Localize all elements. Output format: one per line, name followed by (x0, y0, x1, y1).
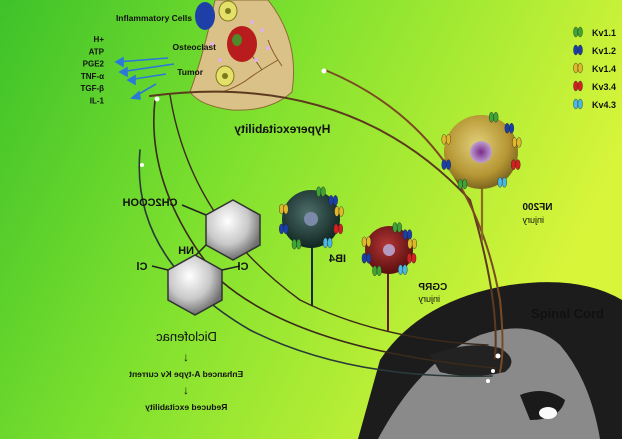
kv-channel (511, 159, 521, 170)
osteoclast-nucleus (225, 8, 231, 14)
kv-channel (279, 223, 289, 235)
kv-channel-icon (573, 80, 583, 92)
kv-channel (441, 134, 451, 145)
cl-left-label: Cl (137, 261, 148, 273)
cgrp-channels (361, 222, 417, 276)
legend-label: Kv1.1 (592, 28, 616, 38)
ib4-neuron (279, 186, 344, 250)
cgrp-label: CGRP (418, 282, 447, 293)
kv-channel (334, 206, 344, 217)
effect-arrow-1: ↓ (183, 350, 189, 364)
nh-bond (195, 244, 207, 256)
kv-channel (504, 123, 515, 134)
effect-step-2: Reduced excitability (145, 402, 227, 412)
effect-step-1: Enhanced A-type Kv current (129, 369, 243, 379)
kv-channel (398, 264, 408, 275)
mediator-item: TNF-α (81, 72, 104, 81)
cgrp-nucleus (383, 244, 395, 256)
kv-channel (406, 253, 417, 264)
nerve-fibers (138, 69, 504, 378)
tumor-cell (227, 26, 257, 62)
mediator-item: TGF-β (80, 84, 104, 93)
cl-right-label: Cl (238, 261, 249, 273)
nf200-nucleus (470, 141, 492, 163)
kv-channel (372, 265, 382, 276)
kv-channel-icon (573, 98, 583, 110)
kv-channel (316, 186, 326, 197)
ch2cooh-bond (181, 204, 207, 216)
nf200-channels (441, 112, 522, 190)
hyperexcitability-label: Hyperexcitability (234, 122, 330, 136)
kv-channel (361, 236, 372, 247)
kv-channel (512, 137, 522, 148)
tumor-label: Tumor (177, 67, 204, 77)
spinal-cord-label: Spinal Cord (531, 306, 604, 321)
fiber-to-ib4 (138, 149, 493, 378)
fiber-to-nf200 (149, 90, 497, 359)
nf200-sub-label: injury (522, 215, 544, 225)
kv-channel (402, 229, 413, 240)
inflammatory-cells-label: Inflammatory Cells (116, 13, 192, 23)
mediator-arrows (114, 56, 175, 100)
legend-label: Kv1.4 (592, 64, 616, 74)
nh-label: NH (178, 245, 194, 257)
kv-channel (392, 222, 402, 233)
fiber-extra (169, 94, 489, 346)
legend-label: Kv4.3 (592, 100, 616, 110)
cl-right-bond (221, 265, 241, 271)
nf200-label: NF200 (522, 202, 552, 213)
cgrp-neuron (361, 222, 417, 276)
mediator-item: ATP (89, 47, 105, 56)
tumor-nucleus (232, 34, 242, 46)
mediator-item: PGE2 (83, 60, 105, 69)
kv-channel (291, 238, 302, 250)
kv-channel (328, 195, 338, 206)
mediator-item: H+ (94, 35, 105, 44)
effect-arrow-2: ↓ (183, 383, 189, 397)
legend-label: Kv1.2 (592, 46, 616, 56)
kv-channel-icon (573, 26, 583, 38)
ch2cooh-label: CH2COOH (122, 197, 177, 209)
fiber-nf200-main (324, 69, 504, 373)
nf200-neuron (441, 112, 522, 190)
kv-channel (279, 203, 289, 215)
osteoclast-nucleus-2 (222, 73, 228, 79)
kv-channel-icon (573, 62, 583, 74)
kv-channel (441, 159, 451, 170)
ib4-label: IB4 (328, 253, 346, 265)
ib4-channels (279, 186, 344, 250)
mediator-dots (210, 20, 270, 62)
kv-channel (361, 253, 372, 264)
kv-channel (333, 223, 343, 235)
ib4-nucleus (304, 212, 318, 226)
kv-channel (322, 237, 333, 248)
legend-label: Kv3.4 (592, 82, 616, 92)
kv-channel (457, 178, 468, 190)
cl-left-bond (151, 265, 169, 271)
nerve-sparkles (140, 68, 501, 383)
kv-channel-icon (573, 44, 583, 56)
osteoclast-label: Osteoclast (173, 42, 217, 52)
kv-channel (488, 112, 499, 123)
kv-channel (407, 238, 417, 249)
diclofenac-name: Diclofenac (156, 329, 217, 344)
inflammatory-cell (195, 2, 215, 30)
cgrp-sub-label: injury (418, 294, 440, 304)
diclofenac-structure: CH2COOH NH Cl Cl (122, 197, 261, 316)
central-canal (539, 407, 557, 419)
mediator-item: IL-1 (90, 97, 105, 106)
kv-channel (497, 177, 507, 188)
fiber-to-cgrp (153, 99, 496, 369)
